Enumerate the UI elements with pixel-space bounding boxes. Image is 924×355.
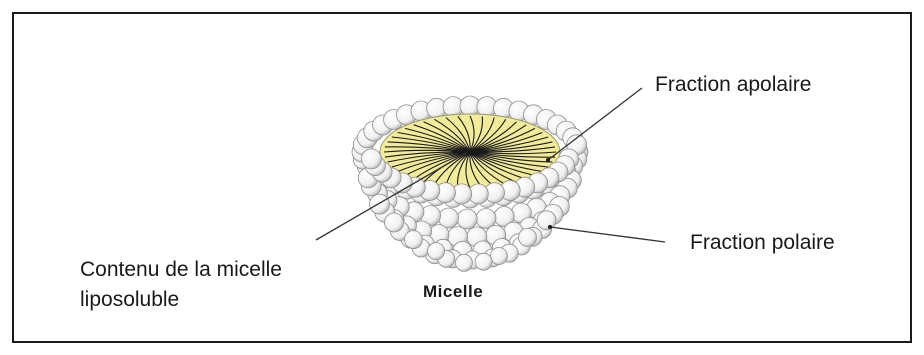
label-content-line1: Contenu de la micelle xyxy=(80,255,282,285)
polar-head xyxy=(456,254,473,271)
leader-dot-center xyxy=(466,150,470,154)
polar-head xyxy=(457,209,477,229)
polar-head xyxy=(404,231,422,249)
polar-head xyxy=(428,243,445,260)
label-polar-fraction: Fraction polaire xyxy=(690,230,835,255)
polar-head xyxy=(385,213,404,232)
label-apolar-fraction: Fraction apolaire xyxy=(655,72,811,97)
leader-dot-polar xyxy=(548,225,552,229)
label-micelle-content: Contenu de la micelle liposoluble xyxy=(80,255,282,315)
polar-head xyxy=(519,228,537,246)
polar-head xyxy=(370,194,390,214)
polar-head xyxy=(361,149,381,169)
label-content-line2: liposoluble xyxy=(80,285,282,315)
leader-dot-apolar xyxy=(546,158,550,162)
leader-line-polar xyxy=(550,227,665,242)
polar-head xyxy=(475,253,492,270)
polar-head xyxy=(490,248,507,265)
label-micelle-title: Micelle xyxy=(423,282,483,302)
